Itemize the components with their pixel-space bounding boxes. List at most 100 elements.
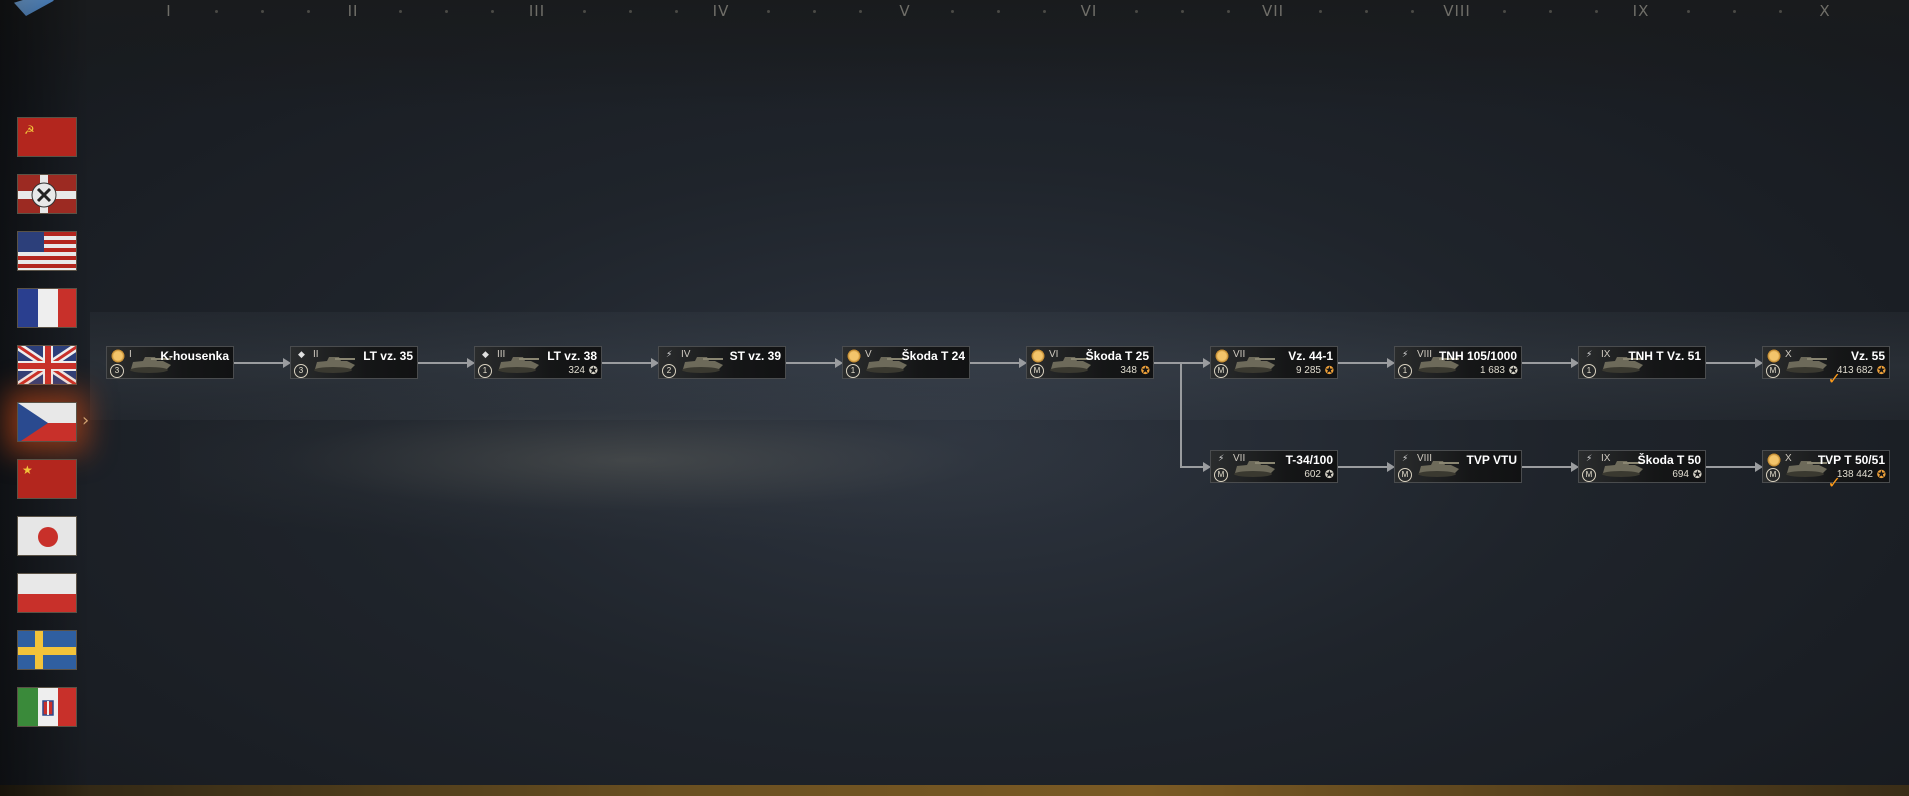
tier-dot (1687, 10, 1690, 13)
nation-germany-flag[interactable] (17, 174, 77, 214)
tier-dot (1595, 10, 1598, 13)
tank-name: TNH T Vz. 51 (1628, 349, 1701, 363)
selected-nation-arrow-icon: › (82, 410, 90, 431)
xp-star-icon: ✪ (1324, 364, 1334, 377)
xp-star-icon: ✪ (1140, 364, 1150, 377)
rank-badge: M (1582, 468, 1596, 482)
xp-star-icon: ✪ (1876, 364, 1886, 377)
nation-ussr-flag[interactable]: ☭ (17, 117, 77, 157)
connector-line (418, 362, 468, 364)
tank-silhouette-icon (1234, 357, 1275, 373)
tier-dot (1227, 10, 1230, 13)
connector-arrow-icon (1203, 358, 1211, 368)
tank-card-st-vz-39[interactable]: ⚡ 2 IV ST vz. 39 (658, 346, 786, 379)
tank-name: TVP VTU (1466, 453, 1517, 467)
nation-poland-flag[interactable] (17, 573, 77, 613)
tank-xp: 694 (1672, 469, 1689, 480)
tank-card-tnh-t-vz-51[interactable]: ⚡ 1 IX TNH T Vz. 51 (1578, 346, 1706, 379)
rank-badge: M (1766, 364, 1780, 378)
tier-dot (399, 10, 402, 13)
tank-card-tvp-t-50-51[interactable]: M X TVP T 50/51 ✓ 138 442 ✪ (1762, 450, 1890, 492)
nation-usa-flag[interactable] (17, 231, 77, 271)
connector-line (1522, 466, 1572, 468)
connector-arrow-icon (651, 358, 659, 368)
svg-text:☭: ☭ (24, 123, 35, 137)
tier-label-9: IX (1632, 2, 1650, 20)
tank-card-k-housenka[interactable]: 3 I K-housenka (106, 346, 234, 379)
tier-dot (951, 10, 954, 13)
rank-badge: 1 (478, 364, 492, 378)
nation-japan-flag[interactable] (17, 516, 77, 556)
tank-card-lt-vz-35[interactable]: ◆ 3 II LT vz. 35 (290, 346, 418, 379)
tank-card-tnh-105-1000[interactable]: ⚡ 1 VIII TNH 105/1000 1 683 ✪ (1394, 346, 1522, 379)
tier-dot (215, 10, 218, 13)
rank-badge: M (1214, 468, 1228, 482)
tank-silhouette-icon (682, 357, 723, 373)
tank-card-vz-44-1[interactable]: M VII Vz. 44-1 9 285 ✪ (1210, 346, 1338, 379)
tank-tier: IX (1601, 349, 1611, 360)
nation-sidebar: ☭ (0, 0, 90, 796)
tank-card-lt-vz-38[interactable]: ◆ 1 III LT vz. 38 324 ✪ (474, 346, 602, 379)
tier-dot (997, 10, 1000, 13)
tank-tier: I (129, 349, 132, 360)
nation-sweden-flag[interactable] (17, 630, 77, 670)
tank-xp: 413 682 (1836, 365, 1873, 376)
tank-silhouette-icon (1234, 461, 1275, 477)
tier-dot (1319, 10, 1322, 13)
tank-tier: VIII (1417, 453, 1433, 464)
tank-card-skoda-t-50[interactable]: ⚡ M IX Škoda T 50 694 ✪ (1578, 450, 1706, 483)
tank-tier: II (313, 349, 319, 360)
elite-checkmark-icon: ✓ (1827, 369, 1841, 388)
mastery-badge-icon (110, 349, 126, 363)
xp-star-icon: ✪ (1876, 468, 1886, 481)
nation-czech-flag[interactable] (17, 402, 77, 442)
tank-card-skoda-t-24[interactable]: 1 V Škoda T 24 (842, 346, 970, 379)
connector-line (1338, 466, 1388, 468)
nation-china-flag[interactable]: ★ (17, 459, 77, 499)
tank-xp: 138 442 (1836, 469, 1873, 480)
tank-tier: VII (1233, 453, 1246, 464)
tank-card-vz-55[interactable]: M X Vz. 55 ✓ 413 682 ✪ (1762, 346, 1890, 388)
tier-dot (767, 10, 770, 13)
tier-dot (1365, 10, 1368, 13)
tier-label-3: III (528, 2, 546, 20)
tank-name: Škoda T 24 (901, 349, 965, 363)
nation-france-flag[interactable] (17, 288, 77, 328)
tank-card-t-34-100[interactable]: ⚡ M VII T-34/100 602 ✪ (1210, 450, 1338, 483)
nation-uk-flag[interactable] (17, 345, 77, 385)
tier-header: I II III IV V VI VII VIII IX X (0, 0, 1909, 22)
rank-badge: 1 (846, 364, 860, 378)
tier-dot (1779, 10, 1782, 13)
connector-line (234, 362, 284, 364)
connector-line (1522, 362, 1572, 364)
connector-arrow-icon (1387, 462, 1395, 472)
mastery-badge-icon (1766, 349, 1782, 363)
tank-name: LT vz. 35 (363, 349, 413, 363)
tier-dot (491, 10, 494, 13)
nation-italy-flag[interactable] (17, 687, 77, 727)
tank-name: Vz. 44-1 (1288, 349, 1333, 363)
medium-tank-class-icon: ⚡ (1586, 454, 1593, 464)
tank-card-skoda-t-25[interactable]: M VI Škoda T 25 348 ✪ (1026, 346, 1154, 379)
tier-dot (307, 10, 310, 13)
tank-name: K-housenka (160, 349, 229, 363)
tank-name: Vz. 55 (1850, 349, 1885, 363)
tier-label-8: VIII (1443, 2, 1471, 20)
tank-xp: 9 285 (1295, 365, 1321, 376)
tank-tier: IV (681, 349, 691, 360)
connector-line (1706, 362, 1756, 364)
tier-label-4: IV (712, 2, 730, 20)
tier-label-5: V (899, 2, 911, 20)
light-tank-class-icon: ◆ (482, 350, 489, 360)
tier-dot (261, 10, 264, 13)
tank-name: ST vz. 39 (729, 349, 781, 363)
tier-dot (1503, 10, 1506, 13)
tank-card-tvp-vtu[interactable]: ⚡ M VIII TVP VTU (1394, 450, 1522, 483)
rank-badge: 3 (294, 364, 308, 378)
rank-badge: 1 (1398, 364, 1412, 378)
tier-dot (1733, 10, 1736, 13)
tank-silhouette-icon (1602, 357, 1643, 373)
tank-xp: 602 (1304, 469, 1321, 480)
tank-silhouette-icon (1786, 461, 1827, 477)
